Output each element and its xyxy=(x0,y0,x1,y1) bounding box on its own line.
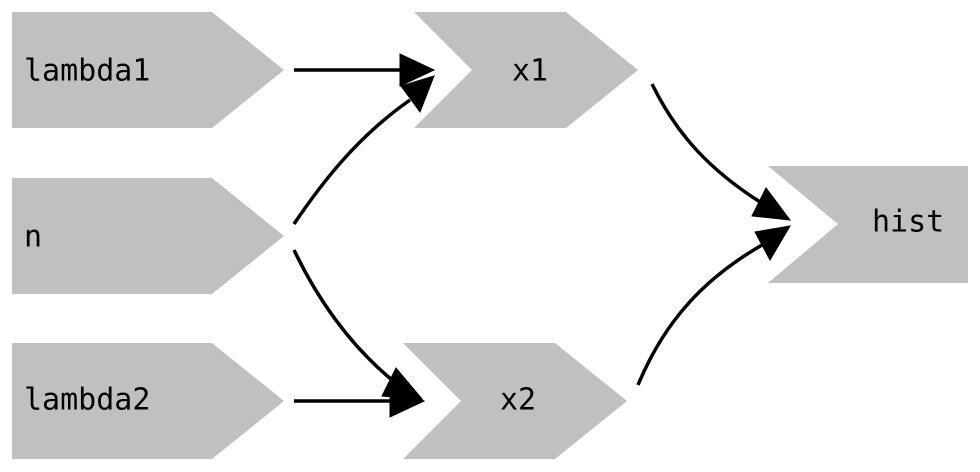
edge-lambda2-x2 xyxy=(294,384,426,418)
node-lambda2-label: lambda2 xyxy=(24,383,150,418)
edge-lambda1-x1-arrowhead xyxy=(399,53,436,87)
node-x2-shape xyxy=(403,343,627,459)
edge-x1-hist-line xyxy=(650,83,761,204)
node-x2[interactable]: x2 xyxy=(403,343,627,459)
edge-x1-hist-arrowhead xyxy=(751,187,792,221)
edge-x2-hist-arrowhead xyxy=(754,225,791,262)
edge-n-x1 xyxy=(292,75,435,225)
node-x1[interactable]: x1 xyxy=(414,12,638,128)
node-lambda1[interactable]: lambda1 xyxy=(12,12,284,128)
node-lambda1-shape xyxy=(12,12,284,128)
node-n[interactable]: n xyxy=(12,178,284,294)
node-n-label: n xyxy=(24,220,42,255)
edge-x2-hist xyxy=(636,225,791,386)
node-n-shape xyxy=(12,178,284,294)
edge-lambda2-x2-arrowhead xyxy=(389,384,426,418)
edge-n-x2 xyxy=(292,249,424,400)
edge-lambda1-x1 xyxy=(294,53,436,87)
node-x2-label: x2 xyxy=(500,383,536,418)
edge-x1-hist xyxy=(650,83,792,221)
edge-n-x1-line xyxy=(292,98,412,225)
node-hist[interactable]: hist xyxy=(768,166,968,283)
edge-n-x1-arrowhead xyxy=(400,75,435,114)
edge-n-x2-line xyxy=(292,249,394,382)
node-lambda2-shape xyxy=(12,343,284,459)
node-x1-label: x1 xyxy=(512,54,548,89)
node-lambda1-label: lambda1 xyxy=(24,54,150,89)
node-hist-label: hist xyxy=(872,205,944,240)
node-hist-shape xyxy=(768,166,968,283)
edge-x2-hist-line xyxy=(636,243,763,386)
node-lambda2[interactable]: lambda2 xyxy=(12,343,284,459)
node-x1-shape xyxy=(414,12,638,128)
